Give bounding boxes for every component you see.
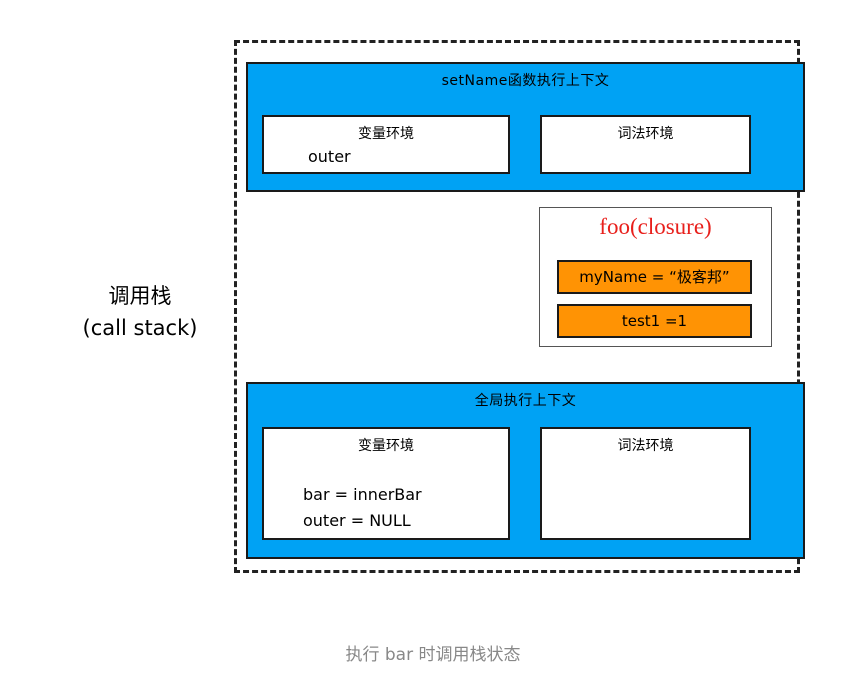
global-variable-environment-title: 变量环境: [358, 438, 414, 454]
setname-lexical-environment-title: 词法环境: [617, 126, 674, 142]
closure-title: foo(closure): [599, 214, 712, 239]
setname-variable-environment-title: 变量环境: [358, 126, 414, 142]
global-lexical-environment-title: 词法环境: [617, 438, 674, 454]
setname-context-title: setName函数执行上下文: [441, 73, 610, 89]
setname-lexical-environment: 词法环境: [540, 115, 751, 174]
global-execution-context: 全局执行上下文 变量环境 bar = innerBar outer = NULL…: [246, 382, 805, 559]
closure-variable-test1: test1 =1: [557, 304, 752, 338]
call-stack-label-english: (call stack): [82, 316, 198, 340]
global-variable-bar: bar = innerBar: [303, 485, 422, 504]
global-lexical-environment: 词法环境: [540, 427, 751, 540]
global-variable-environment: 变量环境 bar = innerBar outer = NULL: [262, 427, 510, 540]
global-context-title: 全局执行上下文: [474, 393, 577, 409]
call-stack-label-chinese: 调用栈: [108, 284, 172, 308]
setname-variable-outer: outer: [308, 147, 351, 166]
figure-caption: 执行 bar 时调用栈状态: [345, 645, 521, 665]
foo-closure: foo(closure) myName = “极客邦” test1 =1: [539, 207, 772, 347]
call-stack-label: 调用栈 (call stack): [60, 280, 220, 344]
global-variable-outer: outer = NULL: [303, 511, 411, 530]
setname-variable-environment: 变量环境 outer: [262, 115, 510, 174]
closure-variable-myname: myName = “极客邦”: [557, 260, 752, 294]
setname-execution-context: setName函数执行上下文 变量环境 outer 词法环境: [246, 62, 805, 192]
